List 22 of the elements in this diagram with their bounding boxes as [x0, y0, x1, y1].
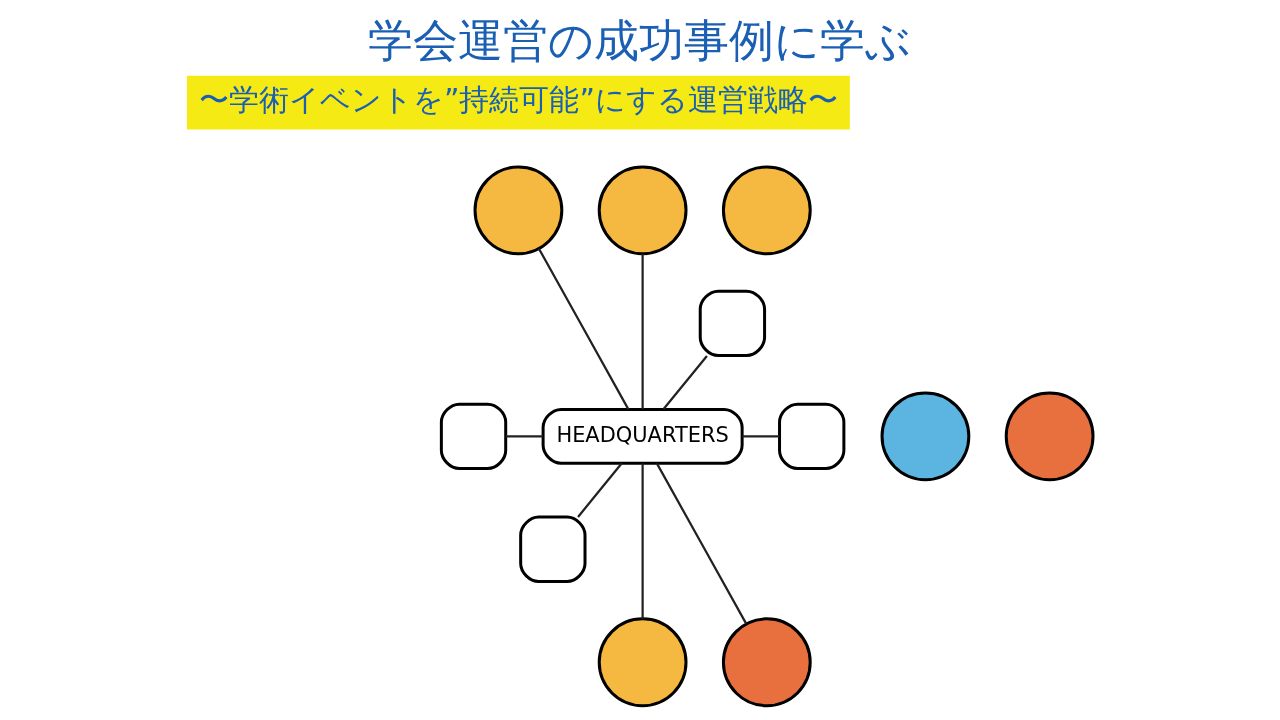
node-circle: [721, 165, 812, 256]
node-circle: [597, 617, 688, 708]
node-box: [519, 515, 587, 583]
node-circle: [1004, 391, 1095, 482]
connector: [505, 435, 543, 438]
connector: [641, 463, 644, 619]
connector: [742, 435, 780, 438]
node-circle: [473, 165, 564, 256]
connector: [641, 253, 644, 410]
connector: [577, 462, 623, 518]
label: 〜学術イベントを”持続可能”にする運営戦略〜: [198, 82, 838, 118]
node-box: [778, 402, 846, 470]
node-circle: [597, 165, 688, 256]
connector: [537, 248, 630, 410]
node-box: [698, 289, 767, 357]
node-box: [439, 402, 508, 470]
diagram-title: 学会運営の成功事例に学ぶ: [368, 14, 912, 68]
node-circle: [880, 391, 971, 482]
connector: [662, 355, 708, 410]
node-circle: [721, 617, 812, 708]
node-box: HEADQUARTERS: [541, 407, 744, 465]
connector: [655, 462, 748, 625]
